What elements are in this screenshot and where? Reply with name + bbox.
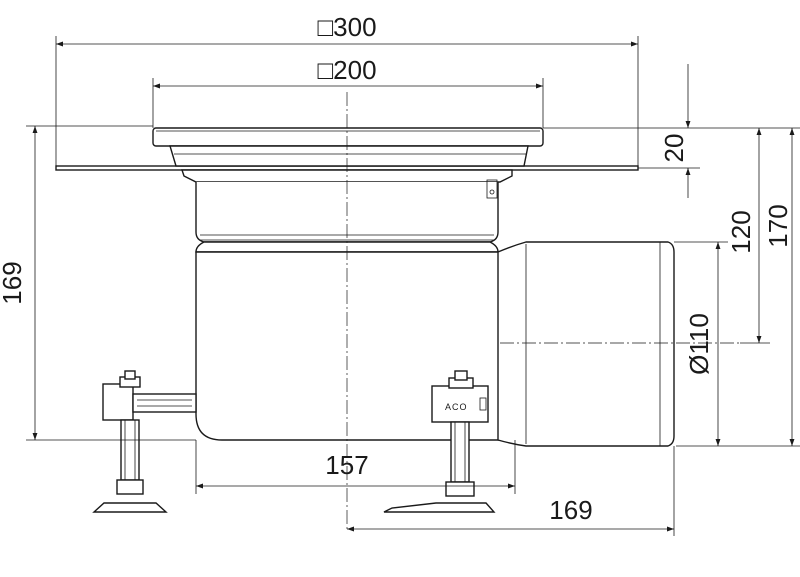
- dim-height-170: 170: [676, 127, 800, 447]
- dim-top-outer: □300: [55, 12, 639, 166]
- dim-label-169-bottom: 169: [549, 495, 592, 525]
- dim-left-height: 169: [0, 125, 196, 441]
- dim-outlet-diameter: Ø110: [674, 241, 728, 446]
- dim-label-200: □200: [317, 55, 376, 85]
- left-support-leg: [92, 370, 197, 513]
- dim-label-120: 120: [726, 210, 756, 253]
- dim-label-300: □300: [317, 12, 376, 42]
- dim-label-20: 20: [659, 134, 689, 163]
- outlet-pipe: [497, 241, 675, 447]
- dim-top-inner: □200: [152, 55, 544, 128]
- center-lines: [346, 92, 740, 530]
- dim-label-170: 170: [763, 204, 793, 247]
- dim-body-width: 157: [195, 440, 516, 494]
- dim-outlet-length: 169: [347, 446, 675, 536]
- dim-label-169-left: 169: [0, 261, 27, 304]
- dim-label-157: 157: [325, 450, 368, 480]
- dim-height-120: 120: [700, 127, 770, 344]
- dim-flange-height: 20: [543, 64, 700, 198]
- right-support-leg: ACO: [383, 370, 496, 513]
- brand-logo: ACO: [445, 402, 468, 412]
- dim-label-d110: Ø110: [684, 313, 714, 375]
- grating-frame: [169, 145, 529, 167]
